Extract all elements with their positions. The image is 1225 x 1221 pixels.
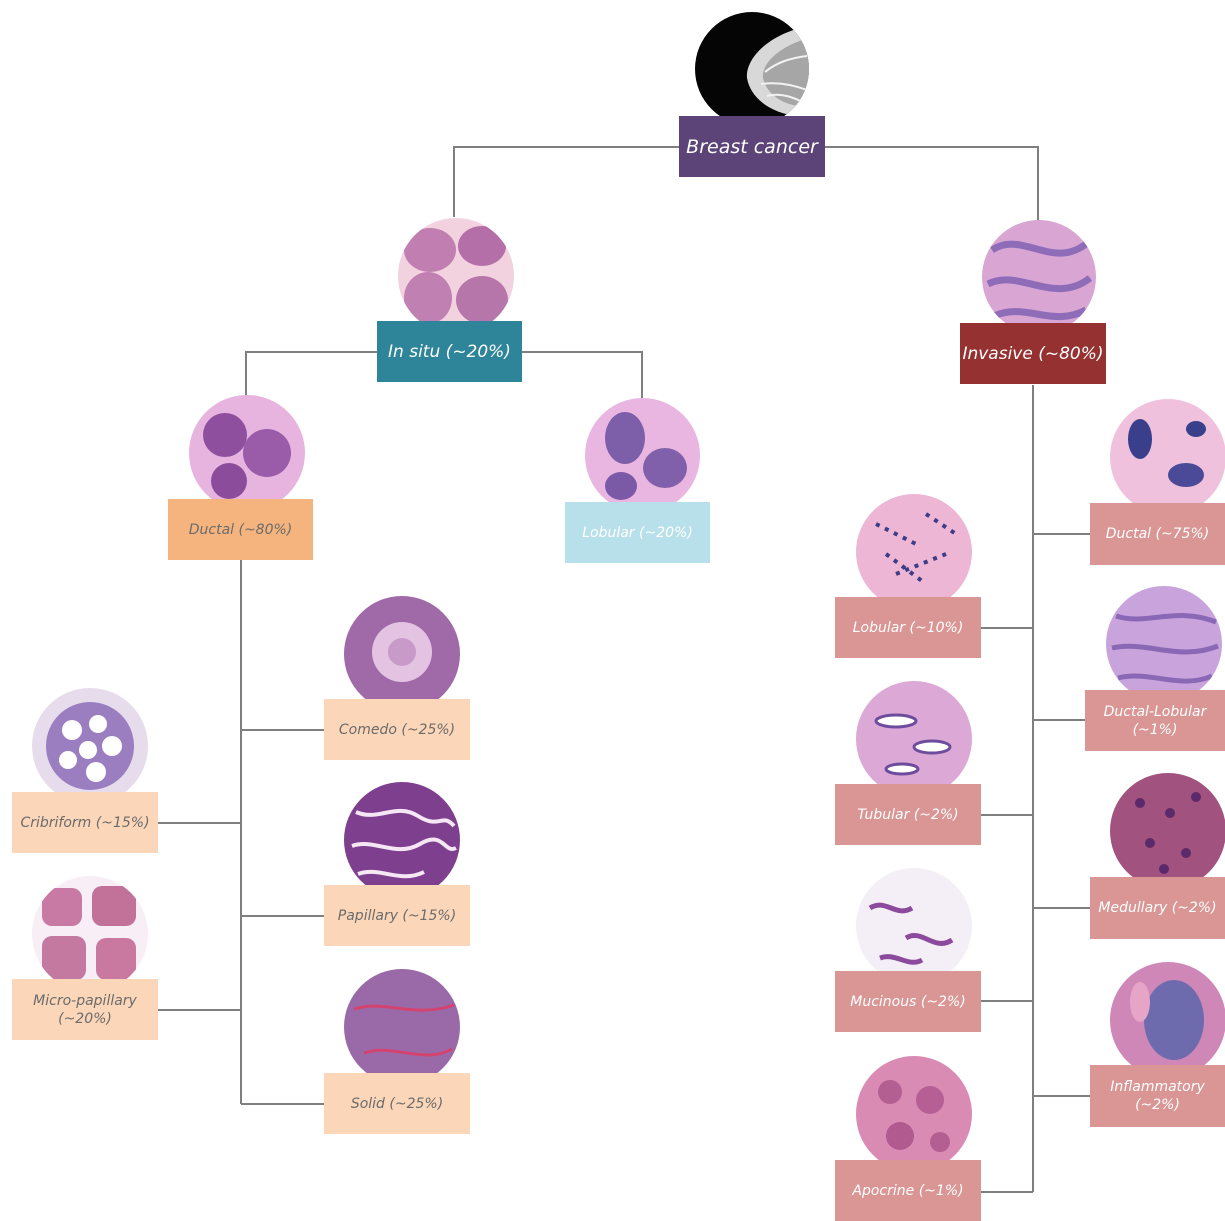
ductal-lobular-image bbox=[1106, 586, 1222, 702]
comedo-label: Comedo (~25%) bbox=[324, 699, 470, 760]
cribriform-label: Cribriform (~15%) bbox=[12, 792, 158, 853]
invasive-lobular-image bbox=[856, 494, 972, 610]
inflammatory-image bbox=[1110, 962, 1225, 1078]
lobular-in-situ-label: Lobular (~20%) bbox=[565, 502, 710, 563]
breast-cancer-label: Breast cancer bbox=[679, 116, 825, 177]
invasive-ductal-label: Ductal (~75%) bbox=[1090, 503, 1225, 565]
invasive-image bbox=[982, 220, 1096, 334]
invasive-ductal-image bbox=[1110, 399, 1225, 515]
lobular-in-situ-image bbox=[585, 398, 700, 513]
tubular-label: Tubular (~2%) bbox=[835, 784, 981, 845]
in-situ-image bbox=[398, 218, 514, 334]
mucinous-label: Mucinous (~2%) bbox=[835, 971, 981, 1032]
invasive-label: Invasive (~80%) bbox=[960, 323, 1106, 384]
solid-image bbox=[344, 969, 460, 1085]
solid-label: Solid (~25%) bbox=[324, 1073, 470, 1134]
invasive-lobular-label: Lobular (~10%) bbox=[835, 597, 981, 658]
medullary-label: Medullary (~2%) bbox=[1090, 877, 1225, 939]
cribriform-image bbox=[32, 688, 148, 804]
papillary-image bbox=[344, 782, 460, 898]
ductal-lobular-label: Ductal-Lobular (~1%) bbox=[1085, 690, 1225, 751]
ductal-in-situ-label: Ductal (~80%) bbox=[168, 499, 313, 560]
papillary-label: Papillary (~15%) bbox=[324, 885, 470, 946]
tubular-image bbox=[856, 681, 972, 797]
ductal-in-situ-image bbox=[189, 395, 305, 511]
apocrine-label: Apocrine (~1%) bbox=[835, 1160, 981, 1221]
micropapillary-image bbox=[32, 876, 148, 992]
apocrine-image bbox=[856, 1056, 972, 1172]
micropapillary-label: Micro-papillary (~20%) bbox=[12, 979, 158, 1040]
inflammatory-label: Inflammatory (~2%) bbox=[1090, 1065, 1225, 1127]
mammogram-image bbox=[695, 12, 809, 126]
mucinous-image bbox=[856, 868, 972, 984]
comedo-image bbox=[344, 596, 460, 712]
medullary-image bbox=[1110, 773, 1225, 889]
in-situ-label: In situ (~20%) bbox=[377, 321, 522, 382]
